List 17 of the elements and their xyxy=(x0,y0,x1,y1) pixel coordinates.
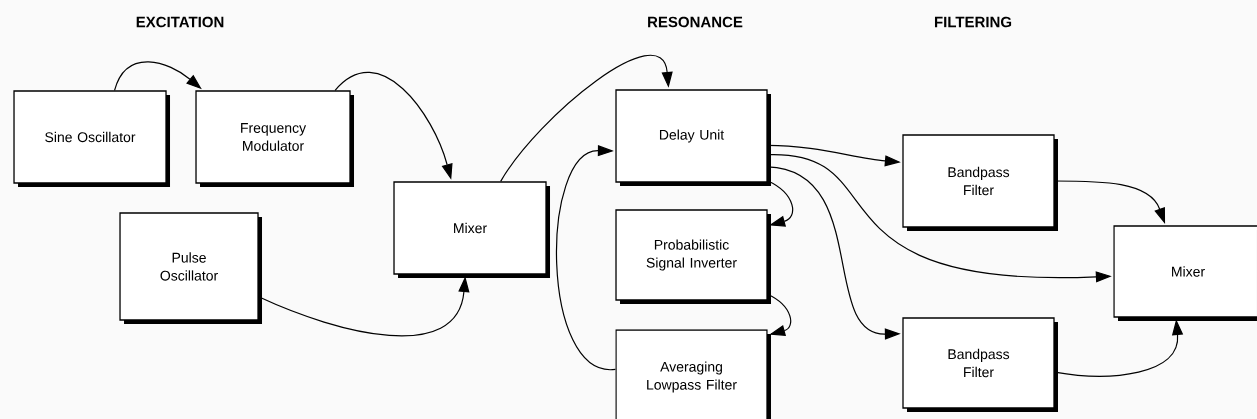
process-box: Sine Oscillator xyxy=(13,90,170,187)
arrow xyxy=(556,145,616,370)
section-heading: EXCITATION xyxy=(136,16,224,28)
process-box: Bandpass Filter xyxy=(902,134,1058,231)
process-box: Delay Unit xyxy=(615,89,771,186)
process-box: Mixer xyxy=(393,181,550,278)
process-box: Averaging Lowpass Filter xyxy=(615,329,771,419)
process-box: Probabilistic Signal Inverter xyxy=(615,209,771,304)
arrow xyxy=(500,55,673,182)
section-heading: FILTERING xyxy=(935,16,1012,28)
process-box: Mixer xyxy=(1113,225,1257,321)
process-box: Frequency Modulator xyxy=(195,90,354,187)
process-box: Bandpass Filter xyxy=(902,317,1058,412)
section-heading: RESONANCE xyxy=(648,16,743,28)
process-box: Pulse Oscillator xyxy=(119,212,262,324)
arrow xyxy=(113,61,202,91)
arrow xyxy=(767,293,792,336)
